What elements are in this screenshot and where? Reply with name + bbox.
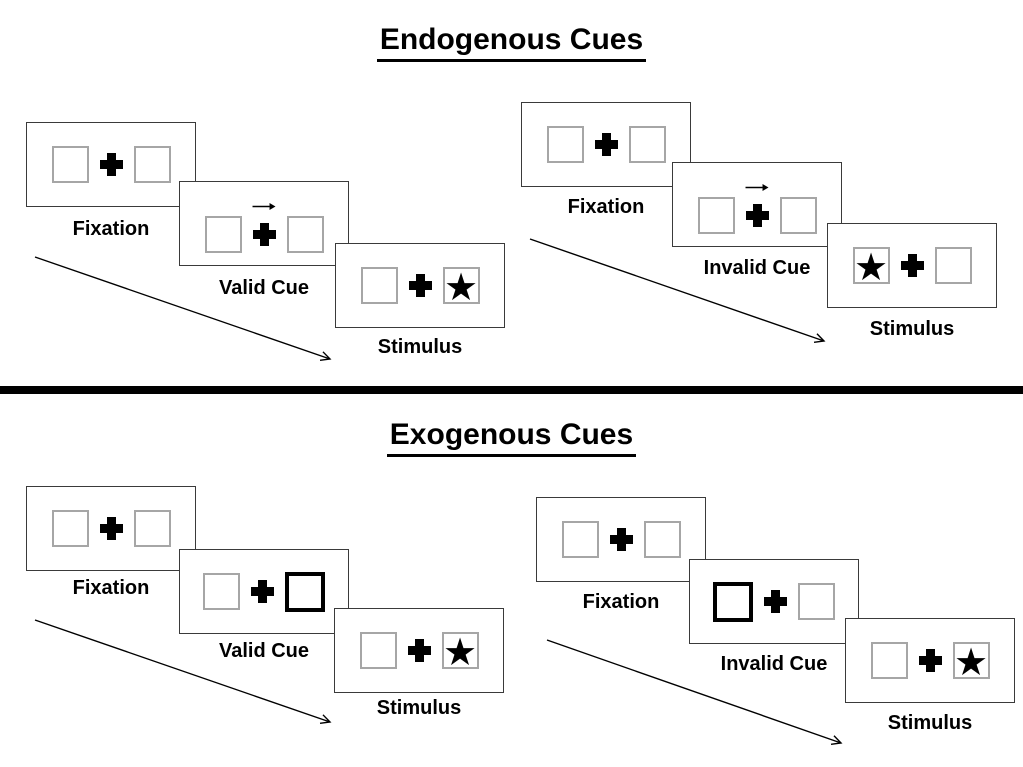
- placeholder-box-left: [51, 146, 89, 183]
- fixation-cross-icon: [764, 590, 787, 613]
- panel-label-cue: Valid Cue: [218, 277, 310, 299]
- placeholder-box-left: [359, 632, 397, 669]
- fixation-cross-icon: [407, 639, 431, 662]
- cue-arrow-icon: [745, 184, 769, 191]
- cue-panel: [672, 162, 842, 247]
- display-row: ★: [335, 609, 503, 692]
- target-star-icon: ★: [442, 629, 478, 674]
- placeholder-box-left: [204, 216, 242, 253]
- placeholder-box-left: [561, 521, 599, 558]
- timeline-arrow-exogenous-valid: [34, 619, 332, 725]
- panel-label-stimulus: Stimulus: [887, 712, 973, 734]
- panel-label-cue: Valid Cue: [218, 640, 310, 662]
- placeholder-box-right: [286, 216, 324, 253]
- fixation-panel: [521, 102, 691, 187]
- placeholder-box-left: [546, 126, 584, 163]
- placeholder-box-right: [934, 247, 972, 284]
- fixation-cross-icon: [99, 517, 123, 540]
- target-box-left: ★: [852, 244, 890, 289]
- display-row: [690, 560, 858, 643]
- display-row: [522, 103, 690, 186]
- section-title-text: Exogenous Cues: [386, 419, 637, 457]
- cue-highlight-box-left: [713, 581, 753, 622]
- section-title-text: Endogenous Cues: [376, 24, 647, 62]
- section-title-exogenous: Exogenous Cues: [0, 419, 1023, 457]
- panel-label-stimulus: Stimulus: [377, 336, 463, 358]
- fixation-cross-icon: [99, 153, 123, 176]
- target-box-right: ★: [442, 264, 480, 309]
- fixation-panel: [26, 486, 196, 571]
- display-row: [180, 193, 348, 276]
- fixation-cross-icon: [900, 254, 924, 277]
- placeholder-box-right: [643, 521, 681, 558]
- fixation-cross-icon: [745, 204, 769, 227]
- placeholder-box-right: [628, 126, 666, 163]
- placeholder-box-left: [870, 642, 908, 679]
- display-row: [537, 498, 705, 581]
- placeholder-box-right: [133, 510, 171, 547]
- display-row: [27, 487, 195, 570]
- stimulus-panel: ★: [335, 243, 505, 328]
- cue-arrow-icon: [252, 203, 276, 210]
- placeholder-box-left: [360, 267, 398, 304]
- cue-highlight-box-right: [285, 571, 325, 612]
- stimulus-panel: ★: [827, 223, 997, 308]
- cue-panel: [179, 181, 349, 266]
- target-star-icon: ★: [853, 244, 889, 289]
- fixation-panel: [26, 122, 196, 207]
- fixation-panel: [536, 497, 706, 582]
- display-row: ★: [846, 619, 1014, 702]
- placeholder-box-right: [133, 146, 171, 183]
- section-divider-line: [0, 386, 1023, 394]
- panel-label-fixation: Fixation: [582, 591, 660, 613]
- target-star-icon: ★: [443, 264, 479, 309]
- placeholder-box-left: [203, 573, 240, 610]
- placeholder-box-right: [798, 583, 835, 620]
- fixation-cross-icon: [408, 274, 432, 297]
- placeholder-box-right: [779, 197, 817, 234]
- panel-label-fixation: Fixation: [72, 577, 150, 599]
- fixation-cross-icon: [609, 528, 633, 551]
- panel-label-fixation: Fixation: [567, 196, 645, 218]
- display-row: [673, 174, 841, 257]
- placeholder-box-left: [697, 197, 735, 234]
- placeholder-box-left: [51, 510, 89, 547]
- stimulus-panel: ★: [334, 608, 504, 693]
- target-box-right: ★: [952, 639, 990, 684]
- cue-panel: [689, 559, 859, 644]
- fixation-cross-icon: [918, 649, 942, 672]
- section-title-endogenous: Endogenous Cues: [0, 24, 1023, 62]
- panel-label-stimulus: Stimulus: [376, 697, 462, 719]
- panel-label-cue: Invalid Cue: [720, 653, 828, 675]
- display-row: ★: [828, 224, 996, 307]
- fixation-cross-icon: [594, 133, 618, 156]
- cue-panel: [179, 549, 349, 634]
- fixation-cross-icon: [251, 580, 274, 603]
- target-star-icon: ★: [953, 639, 989, 684]
- display-row: ★: [336, 244, 504, 327]
- fixation-cross-icon: [252, 223, 276, 246]
- panel-label-fixation: Fixation: [72, 218, 150, 240]
- panel-label-cue: Invalid Cue: [703, 257, 811, 279]
- display-row: [180, 550, 348, 633]
- target-box-right: ★: [441, 629, 479, 674]
- display-row: [27, 123, 195, 206]
- stimulus-panel: ★: [845, 618, 1015, 703]
- panel-label-stimulus: Stimulus: [869, 318, 955, 340]
